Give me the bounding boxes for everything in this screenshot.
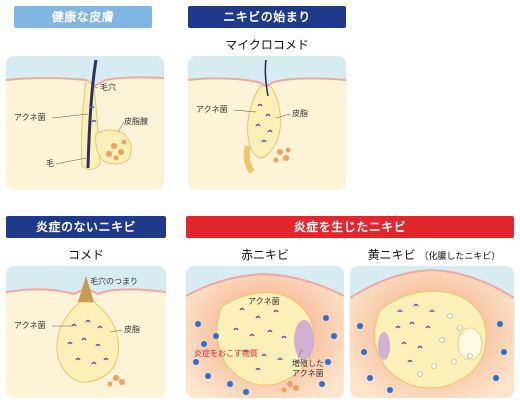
subtitle-microcomedo: マイクロコメド [225, 38, 309, 52]
subtitle-yellow-acne: 黄ニキビ （化膿したニキビ） [350, 246, 518, 263]
label-acne-bacteria: アクネ菌 [14, 320, 46, 330]
subtitle-comedo: コメド [67, 248, 104, 262]
header-acne-start: ニキビの始まり [188, 6, 346, 28]
yellow-acne-note: （化膿したニキビ） [419, 252, 501, 262]
label-acne-bacteria: アクネ菌 [248, 296, 280, 306]
label-sebum: 皮脂 [124, 324, 140, 334]
header-healthy-skin: 健康な皮膚 [14, 6, 152, 28]
label-acne-bacteria: アクネ菌 [196, 104, 228, 114]
label-pore: 毛穴 [100, 82, 116, 92]
header-inflamed-acne: 炎症を生じたニキビ [186, 216, 514, 238]
label-sebaceous-gland: 皮脂腺 [124, 116, 148, 126]
label-pore-plug: 毛穴のつまり [90, 276, 138, 286]
label-acne-bacteria: アクネ菌 [14, 112, 46, 122]
label-sebum: 皮脂 [292, 108, 308, 118]
red-acne-diagram: アクネ菌 炎症をおこす物質 増殖した アクネ菌 [186, 266, 344, 398]
label-inflammatory-substance: 炎症をおこす物質 [194, 348, 258, 358]
microcomedo-diagram: アクネ菌 皮脂 [188, 56, 346, 190]
yellow-acne-label: 黄ニキビ [367, 248, 416, 262]
label-proliferated-line1: 増殖した [292, 358, 324, 368]
label-proliferated-line2: アクネ菌 [292, 368, 324, 378]
comedo-diagram: 毛穴のつまり アクネ菌 皮脂 [6, 266, 166, 398]
subtitle-red-acne: 赤ニキビ [240, 248, 289, 262]
healthy-skin-diagram: 毛穴 アクネ菌 皮脂腺 毛 [6, 56, 164, 190]
label-hair: 毛 [46, 158, 54, 168]
header-noninflamed-acne: 炎症のないニキビ [6, 216, 166, 238]
yellow-acne-diagram [350, 266, 514, 398]
